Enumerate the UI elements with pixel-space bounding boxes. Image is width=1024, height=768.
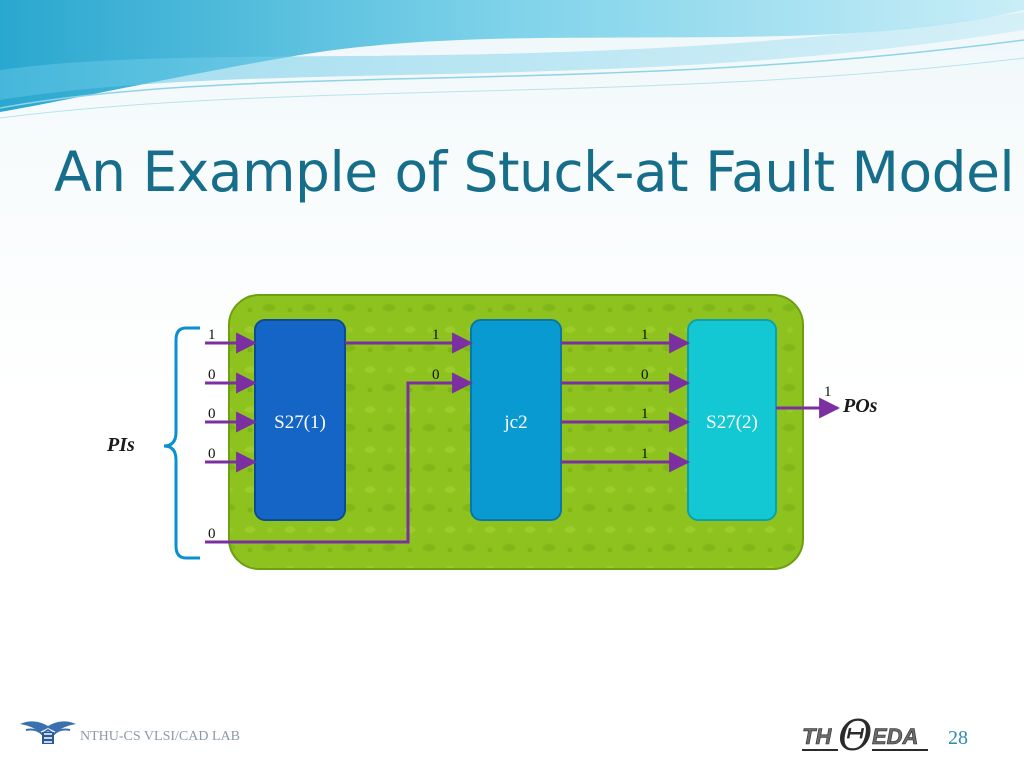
pi-value-5: 0 xyxy=(208,526,216,542)
mid-value-1: 1 xyxy=(432,327,440,343)
footer-lab-name: NTHU-CS VLSI/CAD LAB xyxy=(80,729,240,744)
block-jc2-label: jc2 xyxy=(503,412,527,433)
pi-value-4: 0 xyxy=(208,446,216,462)
block-s27-1-label: S27(1) xyxy=(274,412,326,433)
page-number: 28 xyxy=(948,727,968,749)
theda-logo-prefix: TH xyxy=(802,724,832,749)
header-waves xyxy=(0,0,1024,119)
jc2-out-value-4: 1 xyxy=(641,446,649,462)
jc2-out-value-3: 1 xyxy=(641,406,649,422)
circuit-diagram: S27(1) jc2 S27(2) PIs 1 0 0 0 0 1 xyxy=(106,294,878,570)
pos-label: POs xyxy=(842,395,878,417)
theda-logo-theta: Θ xyxy=(838,711,872,758)
jc2-out-value-1: 1 xyxy=(641,327,649,343)
po-value: 1 xyxy=(824,384,832,400)
pi-wire-5 xyxy=(205,372,474,544)
pi-brace xyxy=(163,326,200,560)
jc2-out-value-2: 0 xyxy=(641,367,649,383)
theda-logo: TH Θ EDA xyxy=(802,711,928,758)
slide-title: An Example of Stuck-at Fault Model xyxy=(54,140,1015,204)
theda-logo-suffix: EDA xyxy=(872,724,918,749)
block-jc2 xyxy=(470,319,562,521)
pis-label: PIs xyxy=(106,434,135,456)
block-s27-2-label: S27(2) xyxy=(706,412,758,433)
mid-value-2: 0 xyxy=(432,367,440,383)
eagle-emblem-icon xyxy=(20,721,76,744)
pi-value-1: 1 xyxy=(208,327,216,343)
pi-value-2: 0 xyxy=(208,367,216,383)
pi-value-3: 0 xyxy=(208,406,216,422)
